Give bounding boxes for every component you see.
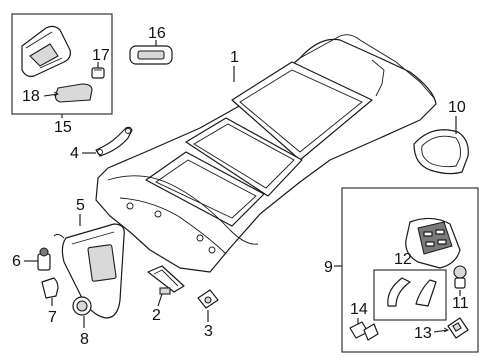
part-5-visor: [53, 223, 125, 319]
callout-7: 7: [48, 309, 57, 326]
clip-17: [91, 67, 105, 79]
callout-11: 11: [452, 295, 469, 312]
callout-18: 18: [22, 88, 40, 105]
callout-16: 16: [148, 25, 166, 42]
callout-6: 6: [12, 253, 21, 270]
callout-17: 17: [92, 47, 110, 64]
callout-3: 3: [204, 323, 213, 340]
callout-12: 12: [394, 251, 412, 268]
inset-box-12: [373, 269, 447, 321]
part-16-lens: [129, 45, 173, 65]
callout-4: 4: [70, 145, 79, 162]
callout-5: 5: [76, 197, 85, 214]
part-12-lenses: [387, 277, 437, 307]
callout-9: 9: [324, 259, 333, 276]
leader-18: [43, 93, 59, 97]
callout-14: 14: [350, 301, 368, 318]
leader-2: [157, 293, 163, 307]
part-3-clip: [197, 289, 219, 309]
part-13-connector: [447, 317, 469, 339]
part-14-clips: [349, 321, 379, 341]
part-7-holder: [41, 277, 59, 299]
cover-18: [54, 83, 93, 103]
inset-box-9: [341, 187, 479, 353]
callout-10: 10: [448, 99, 466, 116]
callout-2: 2: [152, 307, 161, 324]
part-11-bulb: [453, 265, 467, 289]
callout-8: 8: [80, 331, 89, 348]
callout-15: 15: [54, 119, 72, 136]
sunglass-holder: [21, 25, 71, 77]
part-8-knob: [72, 296, 92, 316]
part-6-clip: [37, 247, 51, 271]
part-4-handle: [95, 126, 133, 157]
callout-13: 13: [414, 325, 432, 342]
overhead-console: [405, 217, 461, 269]
part-10-frame: [413, 129, 469, 175]
part-2-bracket: [147, 265, 185, 295]
callout-1: 1: [230, 49, 239, 66]
headliner-1: [95, 34, 437, 273]
leader-13: [433, 329, 449, 333]
